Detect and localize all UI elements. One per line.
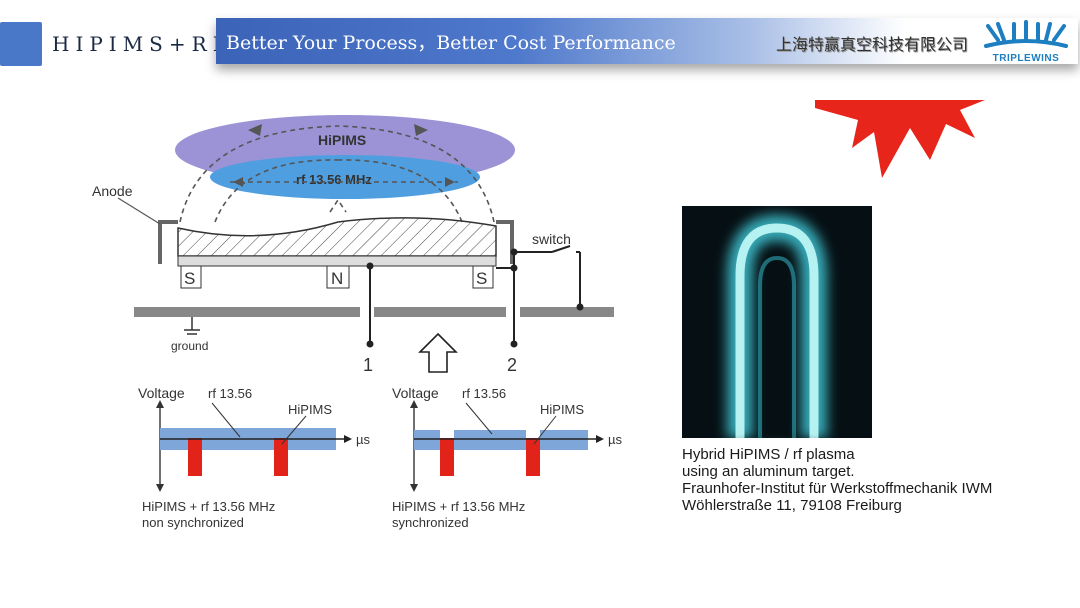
caption-line-1: Hybrid HiPIMS / rf plasma: [682, 446, 855, 463]
waveform-non-synchronized: [156, 400, 352, 492]
anode-label: Anode: [92, 183, 133, 199]
wave2-unit-label: µs: [608, 432, 622, 447]
chamber-wall-left: [134, 307, 360, 317]
magnet-left: [180, 265, 202, 289]
rf-band: [454, 430, 526, 450]
company-name: 上海特赢真空科技有限公司: [776, 35, 969, 54]
caption-line-3: Fraunhofer-Institut für Werkstoffmechani…: [682, 480, 993, 497]
wave1-hipims-label: HiPIMS: [288, 402, 332, 417]
magnet-right-label: S: [476, 269, 487, 288]
wave1-caption-line2: non synchronized: [142, 515, 244, 530]
corner-accent-block: [0, 22, 42, 66]
magnet-center-label: N: [331, 269, 343, 288]
company-logo: TRIPLEWINS: [980, 20, 1072, 64]
hipims-pulse: [526, 438, 540, 476]
anode-pointer: [117, 197, 161, 225]
terminal-2-label: 2: [507, 355, 517, 375]
photo-caption: Hybrid HiPIMS / rf plasma using an alumi…: [682, 446, 992, 514]
magnet-right: [472, 265, 494, 289]
ground-icon: [184, 317, 200, 335]
target-backing-plate: [177, 255, 497, 267]
magnet-center: [326, 265, 350, 289]
anode-bracket-right: [496, 220, 514, 264]
magnetic-field-lines: [179, 125, 495, 223]
waveform-synchronized: [410, 400, 604, 492]
hipims-pulse: [440, 438, 454, 476]
wave2-voltage-label: Voltage: [392, 385, 439, 401]
caption-line-2: using an aluminum target.: [682, 463, 855, 480]
plasma-photo: [682, 206, 872, 438]
sputter-target: [177, 217, 497, 257]
header-banner: Better Your Process，Better Cost Performa…: [216, 18, 1078, 64]
rf-plasma-label: rf 13.56 MHz: [296, 172, 372, 187]
wave2-hipims-label: HiPIMS: [540, 402, 584, 417]
wave1-caption-line1: HiPIMS + rf 13.56 MHz: [142, 499, 275, 514]
ground-label: ground: [171, 339, 208, 353]
up-arrow-icon: [418, 332, 458, 373]
wave2-rf-label: rf 13.56: [462, 386, 506, 401]
wiring: [369, 245, 581, 344]
logo-text: TRIPLEWINS: [992, 53, 1060, 64]
hipims-pulse: [188, 438, 202, 476]
rf-band: [540, 430, 588, 450]
anode-bracket: [158, 220, 178, 264]
wave2-caption-line1: HiPIMS + rf 13.56 MHz: [392, 499, 525, 514]
wave1-unit-label: µs: [356, 432, 370, 447]
rf-band: [414, 430, 440, 450]
wave1-rf-label: rf 13.56: [208, 386, 252, 401]
field-arrowheads: [233, 124, 455, 187]
caption-line-4: Wöhlerstraße 11, 79108 Freiburg: [682, 497, 902, 514]
wave2-caption-line2: synchronized: [392, 515, 469, 530]
wave1-voltage-label: Voltage: [138, 385, 185, 401]
hipims-pulse: [274, 438, 288, 476]
brand-title: HIPIMS+RF: [52, 32, 233, 56]
chamber-wall-right: [520, 307, 614, 317]
switch-label: switch: [532, 231, 571, 247]
wiring-nodes: [366, 248, 584, 348]
red-burst-shape: [815, 100, 985, 178]
chamber-wall-center: [374, 307, 506, 317]
rf-plasma-ellipse: [210, 155, 480, 199]
terminal-1-label: 1: [363, 355, 373, 375]
magnet-left-label: S: [184, 269, 195, 288]
slide-title: Better Your Process，Better Cost Performa…: [226, 32, 676, 54]
logo-mark-icon: [984, 20, 1068, 48]
hipims-plasma-label: HiPIMS: [318, 132, 366, 148]
